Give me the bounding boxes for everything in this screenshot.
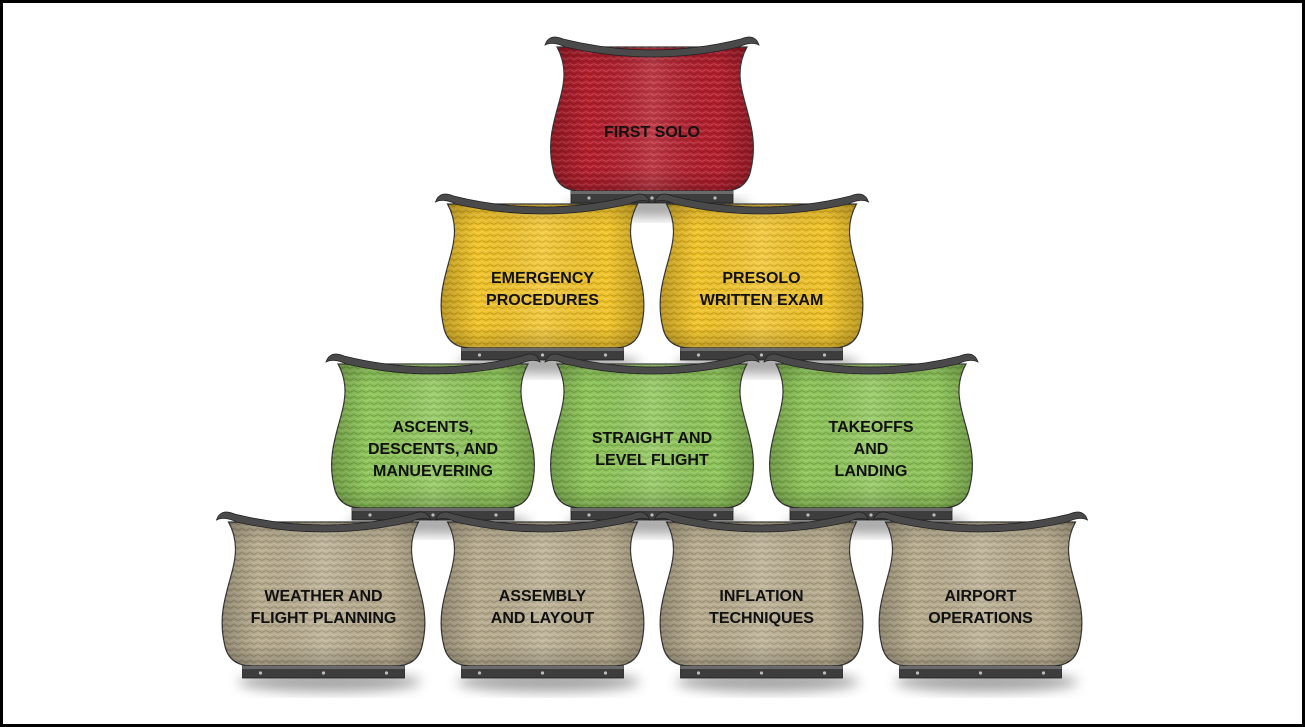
basket-base-2: ASSEMBLY AND LAYOUT xyxy=(434,511,651,692)
basket-label-line: PROCEDURES xyxy=(486,292,599,309)
basket-top-1: FIRST SOLO xyxy=(544,36,760,217)
basket-third-1: ASCENTS, DESCENTS, AND MANUEVERING xyxy=(325,353,541,534)
basket-label-line: LEVEL FLIGHT xyxy=(595,452,709,469)
basket-label-line: EMERGENCY xyxy=(491,270,594,287)
basket-third-2: STRAIGHT AND LEVEL FLIGHT xyxy=(544,353,760,534)
basket-third-3: TAKEOFFS AND LANDING xyxy=(763,353,979,534)
basket-base-1: WEATHER AND FLIGHT PLANNING xyxy=(215,511,432,692)
basket-label-line: AND LAYOUT xyxy=(491,610,595,627)
basket-label-line: STRAIGHT AND xyxy=(592,430,712,447)
basket-label-line: WEATHER AND xyxy=(264,588,382,605)
basket-label-line: AIRPORT xyxy=(945,588,1017,605)
basket-label-line: OPERATIONS xyxy=(928,610,1033,627)
basket-label-line: INFLATION xyxy=(719,588,803,605)
basket-label-line: FLIGHT PLANNING xyxy=(251,610,397,627)
basket-label-line: TAKEOFFS xyxy=(828,419,913,436)
basket-base-4: AIRPORT OPERATIONS xyxy=(872,511,1089,692)
basket-label-line: FIRST SOLO xyxy=(604,124,700,141)
basket-second-2: PRESOLO WRITTEN EXAM xyxy=(653,193,870,374)
basket-label-line: DESCENTS, AND xyxy=(368,441,498,458)
basket-base-3: INFLATION TECHNIQUES xyxy=(653,511,870,692)
basket-label-line: TECHNIQUES xyxy=(709,610,814,627)
basket-label-line: ASSEMBLY xyxy=(499,588,587,605)
basket-label-line: AND xyxy=(854,441,889,458)
basket-label-line: MANUEVERING xyxy=(373,463,493,480)
basket-label-line: LANDING xyxy=(835,463,908,480)
basket-second-1: EMERGENCY PROCEDURES xyxy=(434,193,651,374)
basket-label-line: WRITTEN EXAM xyxy=(700,292,824,309)
basket-label-line: PRESOLO xyxy=(722,270,800,287)
basket-label-line: ASCENTS, xyxy=(393,419,474,436)
